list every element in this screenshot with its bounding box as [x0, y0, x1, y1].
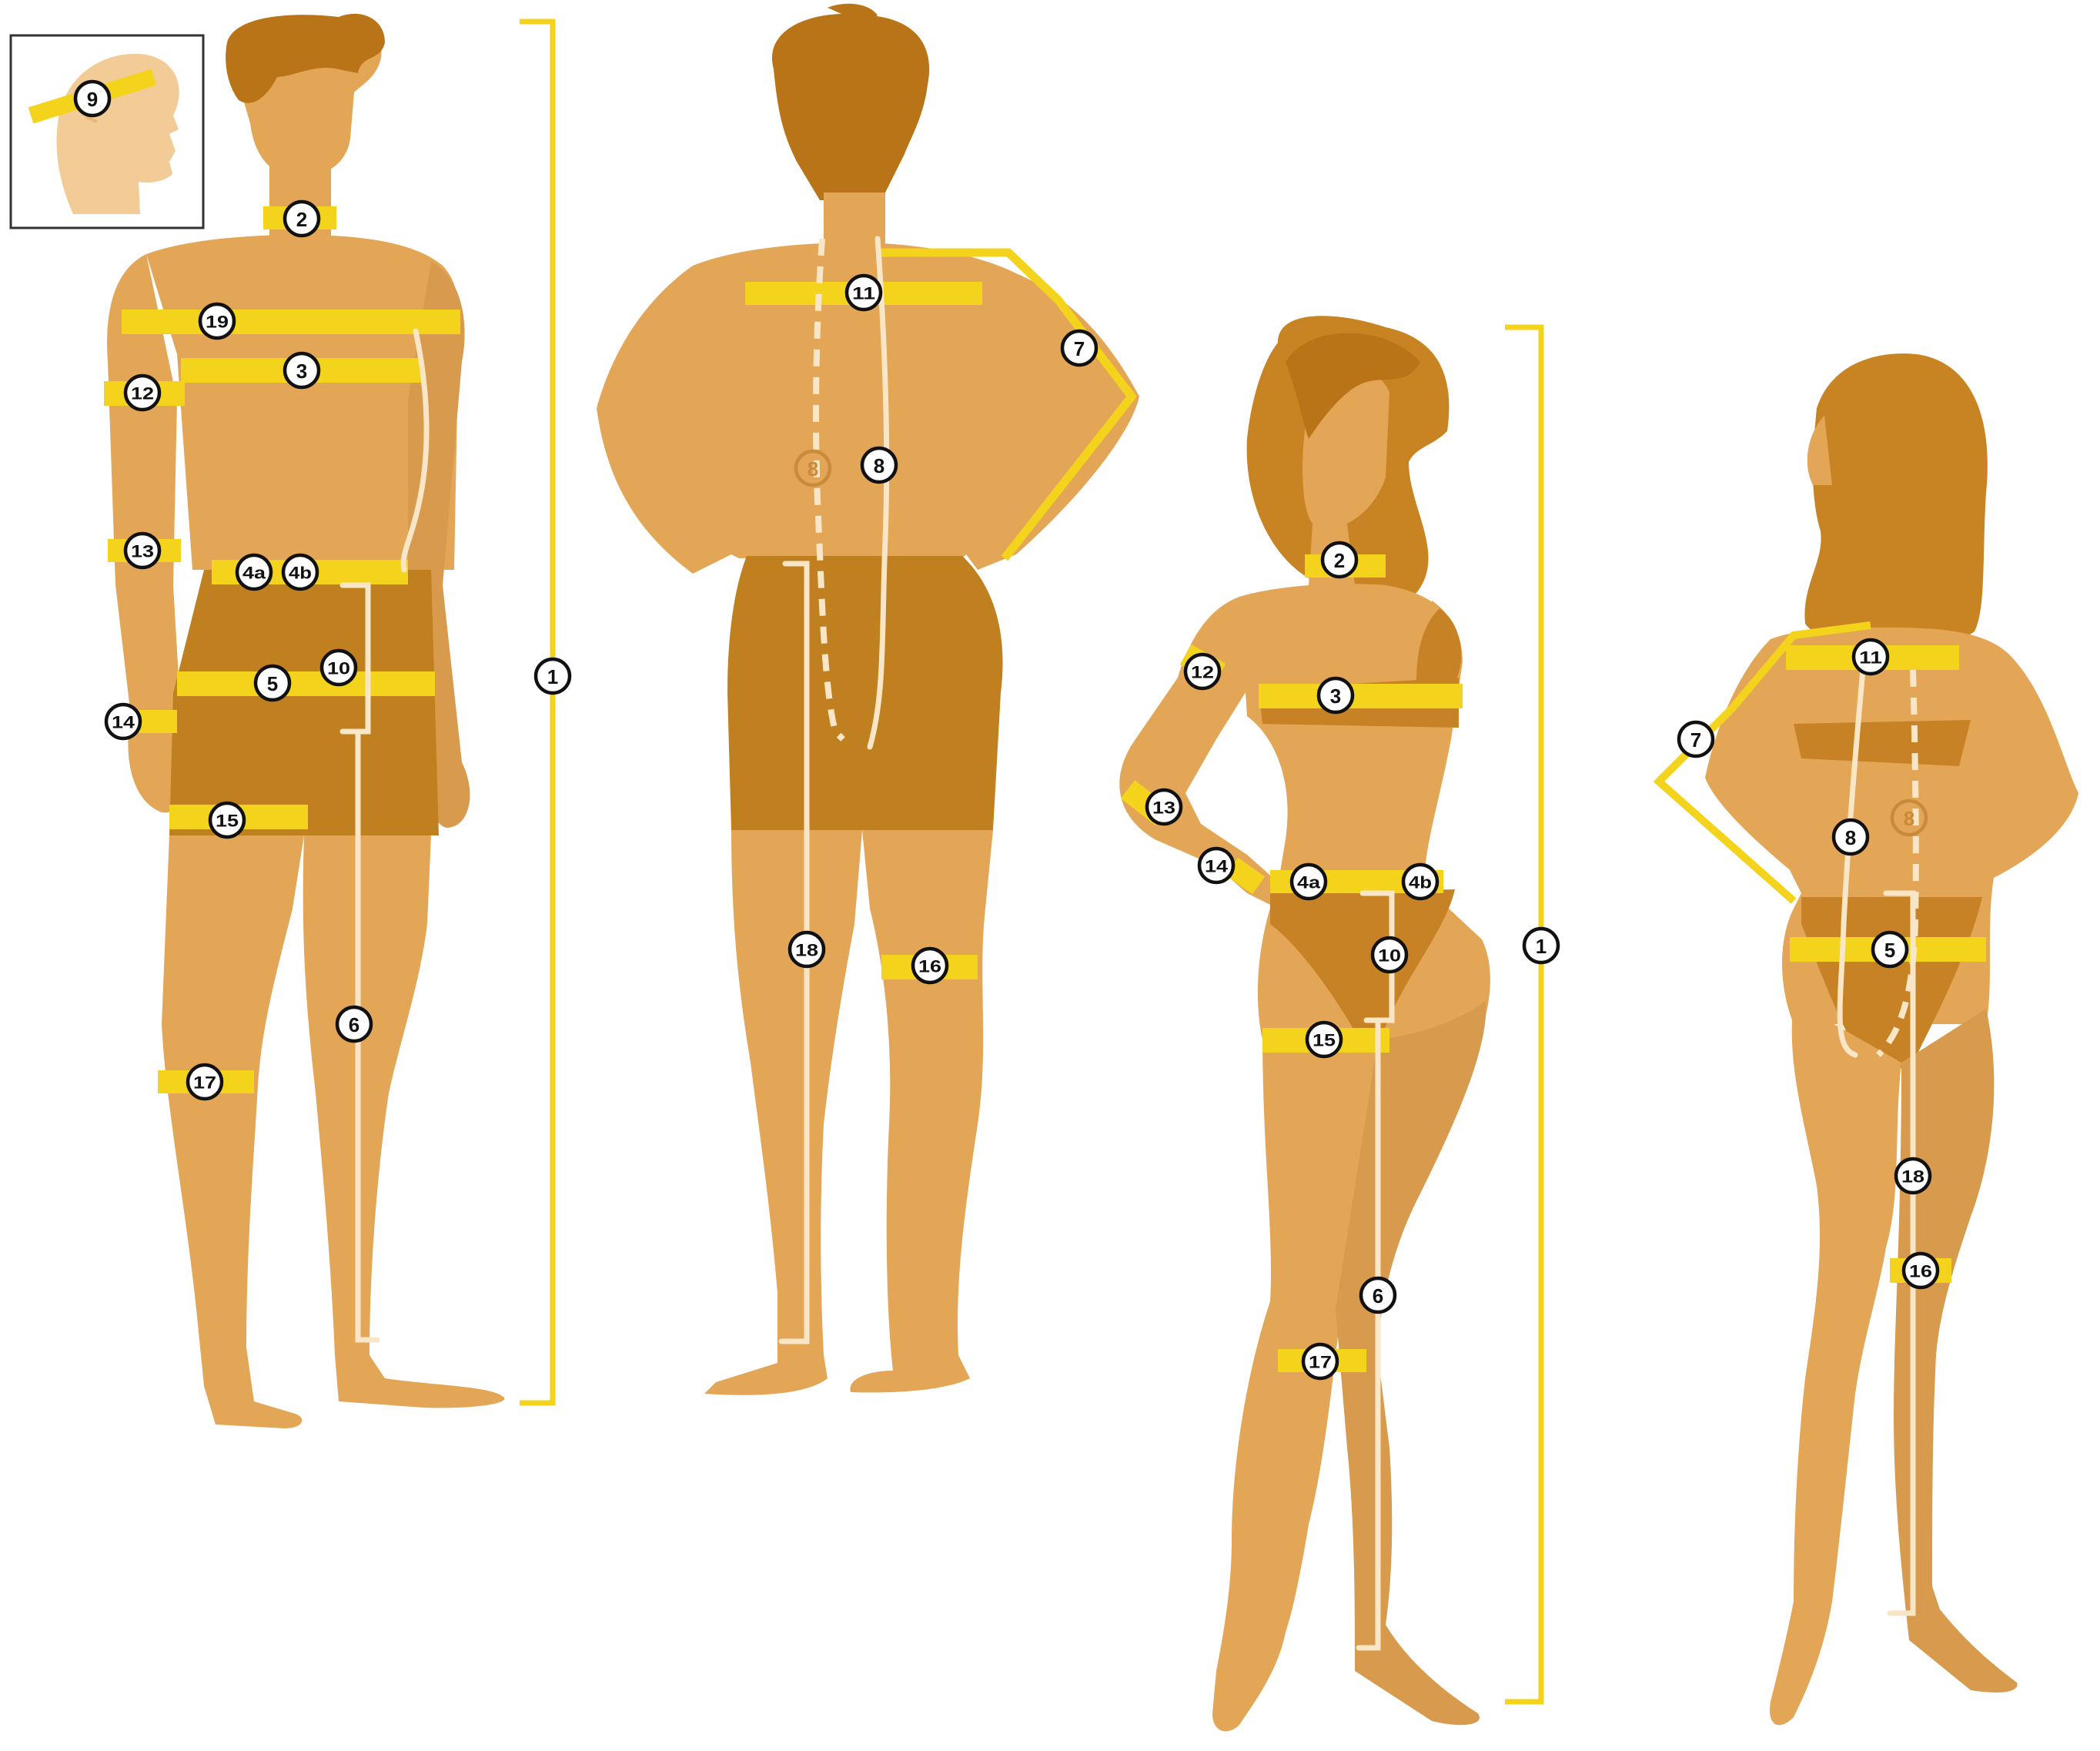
marker-label: 13: [131, 542, 154, 561]
woman-height-line: [1505, 327, 1541, 1702]
marker-man-front-17: 17: [188, 1065, 222, 1099]
marker-man-front-4b: 4b: [283, 555, 317, 589]
marker-label: 7: [1690, 728, 1701, 752]
marker-label: 11: [1859, 648, 1882, 668]
marker-woman-height-1: 1: [1524, 929, 1558, 963]
marker-label: 17: [1309, 1353, 1332, 1372]
marker-label: 16: [918, 957, 941, 976]
marker-woman-back-7: 7: [1679, 722, 1713, 756]
marker-label: 8: [1845, 826, 1856, 849]
marker-man-front-12: 12: [125, 376, 159, 410]
marker-woman-front-17: 17: [1303, 1344, 1337, 1378]
marker-label: 8: [1904, 807, 1914, 830]
marker-label: 7: [1074, 337, 1085, 360]
shoulder-band: [122, 310, 460, 334]
marker-man-back-7: 7: [1062, 331, 1096, 365]
marker-label: 9: [87, 88, 98, 111]
marker-label: 10: [327, 659, 350, 678]
marker-label: 12: [1191, 663, 1214, 682]
marker-man-back-16: 16: [913, 949, 947, 983]
man-height-line: [520, 22, 553, 1403]
man-back-figure: [597, 4, 1139, 1395]
marker-inset-9: 9: [75, 82, 109, 116]
marker-label: 5: [267, 672, 278, 695]
marker-man-front-10: 10: [322, 651, 356, 685]
marker-label: 19: [206, 313, 229, 332]
marker-label: 1: [547, 665, 558, 688]
marker-man-front-6: 6: [337, 1007, 371, 1041]
marker-man-front-4a: 4a: [237, 555, 271, 589]
marker-label: 6: [349, 1013, 359, 1036]
woman-front-figure: [1119, 316, 1490, 1731]
marker-label: 12: [131, 384, 154, 403]
marker-woman-front-15: 15: [1307, 1023, 1341, 1056]
marker-label: 16: [1909, 1262, 1932, 1281]
marker-label: 14: [1205, 857, 1229, 876]
marker-man-height-1: 1: [536, 659, 570, 693]
marker-label: 4b: [1409, 873, 1432, 892]
marker-label: 4b: [289, 564, 312, 583]
marker-man-front-15: 15: [210, 803, 244, 837]
marker-man-front-14: 14: [106, 705, 140, 738]
marker-label: 17: [193, 1073, 216, 1093]
marker-man-front-19: 19: [200, 304, 234, 338]
marker-woman-front-13: 13: [1147, 790, 1181, 824]
marker-man-front-2: 2: [285, 202, 319, 236]
marker-man-front-3: 3: [285, 353, 319, 387]
marker-label: 2: [1334, 549, 1345, 572]
head-circumference-inset: [11, 35, 203, 228]
marker-man-front-13: 13: [125, 534, 159, 567]
marker-label: 5: [1884, 939, 1895, 962]
marker-woman-front-14: 14: [1199, 849, 1233, 882]
marker-label: 8: [808, 457, 818, 480]
marker-woman-back-18: 18: [1896, 1159, 1930, 1193]
marker-woman-front-6: 6: [1361, 1278, 1395, 1312]
marker-label: 3: [296, 360, 307, 383]
marker-woman-back-8: 8: [1834, 820, 1868, 854]
marker-label: 2: [296, 208, 307, 231]
marker-label: 8: [874, 454, 884, 477]
marker-label: 11: [852, 284, 875, 303]
marker-label: 3: [1330, 685, 1341, 708]
marker-woman-front-3: 3: [1319, 678, 1353, 712]
bust-band: [1259, 684, 1463, 708]
marker-woman-front-10: 10: [1373, 938, 1406, 972]
marker-woman-front-12: 12: [1185, 655, 1219, 688]
marker-label: 14: [112, 713, 135, 732]
marker-man-back-11: 11: [847, 276, 881, 310]
marker-woman-front-4b: 4b: [1403, 865, 1437, 899]
marker-label: 6: [1373, 1284, 1383, 1307]
marker-man-front-5: 5: [256, 666, 289, 700]
marker-woman-back-5: 5: [1873, 932, 1907, 966]
marker-label: 10: [1378, 946, 1401, 966]
marker-label: 18: [1901, 1167, 1924, 1187]
hip-band: [177, 671, 435, 696]
marker-woman-back-16: 16: [1904, 1254, 1938, 1287]
marker-man-back-18: 18: [790, 932, 824, 966]
marker-label: 4a: [1297, 873, 1321, 892]
marker-woman-back-11: 11: [1854, 640, 1888, 674]
marker-woman-front-4a: 4a: [1292, 865, 1326, 899]
marker-label: 15: [1312, 1031, 1336, 1050]
woman-back-figure: [1659, 353, 2078, 1725]
marker-man-back-8: 8: [862, 448, 896, 482]
marker-label: 1: [1536, 935, 1547, 958]
marker-label: 13: [1152, 798, 1175, 818]
marker-label: 15: [216, 812, 239, 831]
marker-label: 4a: [242, 564, 266, 583]
marker-woman-front-2: 2: [1323, 543, 1356, 577]
marker-label: 18: [795, 941, 818, 960]
